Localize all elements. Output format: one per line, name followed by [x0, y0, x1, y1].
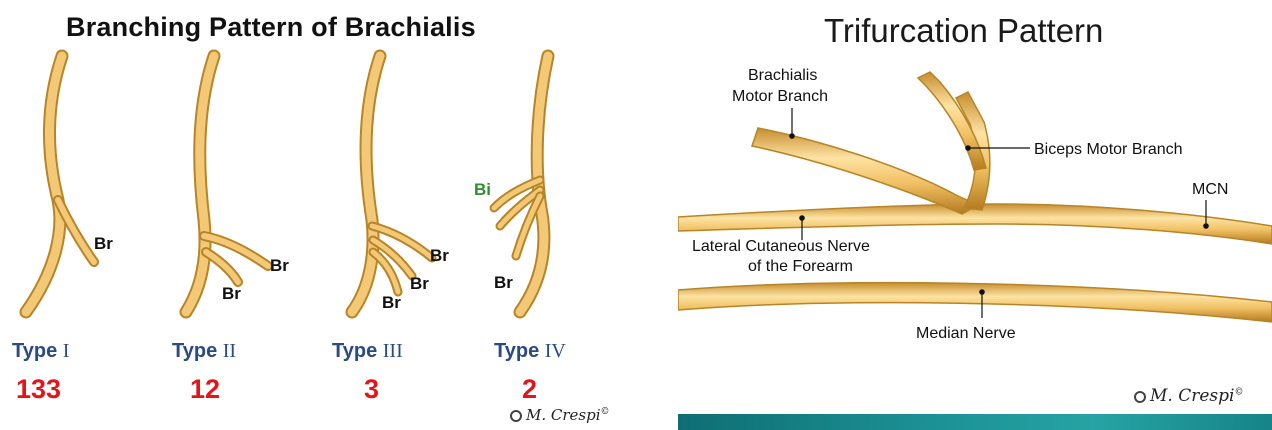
type-1-label: Type I — [12, 340, 69, 363]
trifurcation-diagram: Brachialis Motor Branch Biceps Motor Bra… — [678, 0, 1272, 430]
type-4-diagram: Bi Br — [474, 56, 548, 312]
type-3-br-label-2: Br — [410, 274, 429, 293]
right-signature: M. Crespi© — [1134, 386, 1243, 406]
left-signature-mark: © — [601, 407, 610, 417]
type-2-diagram: Br Br — [186, 56, 289, 312]
type-1-diagram: Br — [26, 56, 113, 312]
left-signature: M. Crespi© — [510, 406, 610, 424]
teal-background-strip — [678, 414, 1272, 430]
lcn-label-line1: Lateral Cutaneous Nerve — [692, 238, 870, 255]
type-2-count: 12 — [190, 374, 220, 405]
type-4-count: 2 — [522, 374, 537, 405]
type-1-prefix: Type — [12, 340, 63, 362]
type-2-label: Type II — [172, 340, 236, 363]
mcn-label: MCN — [1192, 181, 1228, 198]
type-2-roman: II — [223, 340, 236, 362]
type-3-roman: III — [383, 340, 403, 362]
panel-divider — [640, 0, 678, 430]
median-nerve — [678, 283, 1272, 322]
type-4-br-label: Br — [494, 273, 513, 292]
type-3-label: Type III — [332, 340, 403, 363]
lcn-label-line2: of the Forearm — [748, 258, 853, 275]
branching-pattern-panel: Branching Pattern of Brachialis Br B — [0, 0, 640, 430]
type-2-prefix: Type — [172, 340, 223, 362]
branching-diagrams: Br Br Br Br Br Br — [0, 0, 640, 430]
type-1-count: 133 — [16, 374, 61, 405]
type-1-roman: I — [63, 340, 70, 362]
type-2-br-label-right: Br — [270, 256, 289, 275]
signature-logo-icon — [1134, 391, 1146, 403]
type-4-bi-label: Bi — [474, 180, 491, 199]
trifurcation-pattern-panel: Trifurcation Pattern — [678, 0, 1272, 430]
biceps-label: Biceps Motor Branch — [1034, 141, 1183, 158]
right-signature-mark: © — [1234, 387, 1243, 397]
type-3-br-label-3: Br — [382, 293, 401, 312]
type-3-prefix: Type — [332, 340, 383, 362]
left-signature-text: M. Crespi — [526, 406, 601, 424]
type-2-br-label-bottom: Br — [222, 284, 241, 303]
median-nerve-label: Median Nerve — [916, 325, 1016, 342]
signature-logo-icon — [510, 410, 522, 422]
type-1-br-label: Br — [94, 234, 113, 253]
type-4-label: Type IV — [494, 340, 566, 363]
type-3-count: 3 — [364, 374, 379, 405]
brachialis-label-line2: Motor Branch — [732, 88, 828, 105]
brachialis-label-line1: Brachialis — [748, 67, 817, 84]
type-3-br-label-1: Br — [430, 246, 449, 265]
type-4-roman: IV — [545, 340, 566, 362]
type-3-diagram: Br Br Br — [352, 56, 449, 312]
type-4-prefix: Type — [494, 340, 545, 362]
brachialis-motor-branch — [752, 128, 978, 214]
right-signature-text: M. Crespi — [1150, 386, 1234, 406]
